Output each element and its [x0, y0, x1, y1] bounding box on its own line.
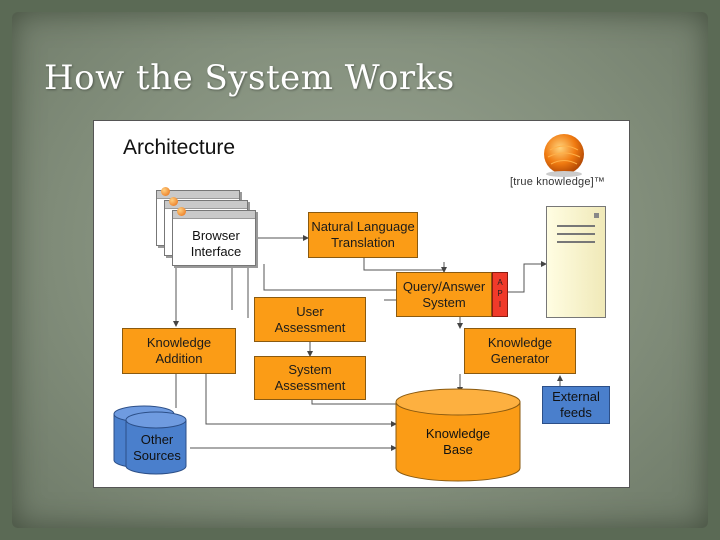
logo-text: [true knowledge]™ [510, 176, 606, 188]
browser-interface-line-1: Browser [192, 228, 240, 243]
diagram-title: Architecture [123, 136, 236, 159]
api-box: A P I [492, 272, 508, 317]
slide-title: How the System Works [44, 58, 455, 98]
browser-interface-line-2: Interface [190, 244, 242, 259]
knowledge-base-cylinder [395, 388, 521, 482]
server-icon [546, 206, 606, 318]
browser-window-front [172, 207, 256, 266]
other-sources-cylinders [113, 405, 187, 475]
browser-interface-label: Browser Interface [176, 228, 256, 260]
knowledge-base-label: Knowledge Base [425, 426, 491, 457]
true-knowledge-logo-icon [544, 134, 584, 177]
other-sources-label: Other Sources [133, 432, 181, 463]
